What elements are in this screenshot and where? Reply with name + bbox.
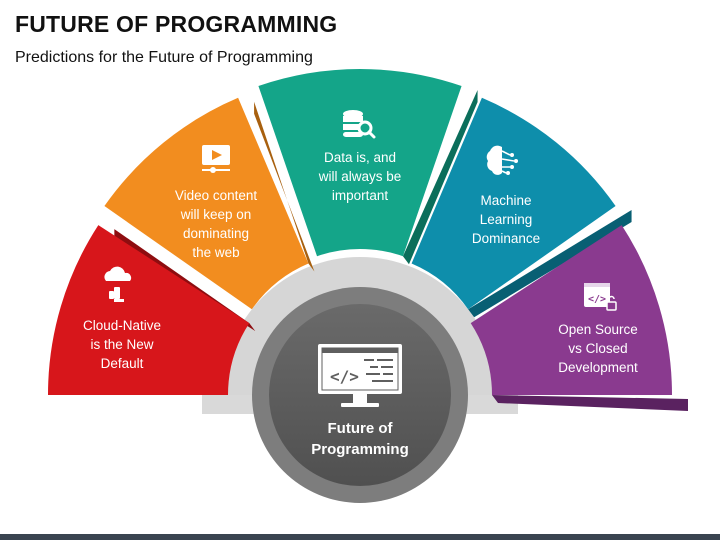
segment-4-side xyxy=(468,210,632,318)
segment-5-label-line: Development xyxy=(558,360,638,375)
segment-3-side xyxy=(402,89,478,265)
svg-text:</>: </> xyxy=(588,294,606,305)
cloud-hand-icon xyxy=(104,266,132,302)
segment-1-wedge xyxy=(48,225,250,395)
segment-4-label-line: Dominance xyxy=(472,231,540,246)
segment-1-label-line: Default xyxy=(101,356,144,371)
segment-1-label-line: Cloud-Native xyxy=(83,318,161,333)
monitor-code-icon: </> xyxy=(318,344,402,407)
segment-2-label: Video content will keep on dominating the w… xyxy=(175,188,258,260)
segment-1-label-line: is the New xyxy=(90,337,153,352)
segment-3-label-line: important xyxy=(332,188,389,203)
segment-2: Video content will keep on dominating the w… xyxy=(104,97,315,310)
footer-bar xyxy=(0,534,720,540)
video-player-icon xyxy=(202,145,230,173)
segment-2-label-line: Video content xyxy=(175,188,258,203)
segment-5-wedge xyxy=(470,225,672,395)
segment-2-label-line: dominating xyxy=(183,226,249,241)
hub-label-line1: Future of xyxy=(328,420,394,437)
segment-4-wedge xyxy=(411,97,616,310)
segment-3-label-line: Data is, and xyxy=(324,150,396,165)
page-subtitle: Predictions for the Future of Programmin… xyxy=(15,49,313,66)
brain-circuit-icon xyxy=(486,145,518,175)
segment-4-label-line: Machine xyxy=(480,193,531,208)
segment-2-wedge xyxy=(104,97,309,310)
segment-3-wedge xyxy=(258,68,462,257)
svg-text:</>: </> xyxy=(330,367,359,386)
segment-5-label-line: Open Source xyxy=(558,322,638,337)
segment-2-label-line: the web xyxy=(192,245,239,260)
segment-3-label: Data is, and will always be important xyxy=(318,150,402,203)
segment-3-label-line: will always be xyxy=(318,169,402,184)
segment-4-label-line: Learning xyxy=(480,212,533,227)
segment-2-label-line: will keep on xyxy=(180,207,252,222)
segment-5-side xyxy=(492,395,688,411)
page-title: FUTURE OF PROGRAMMING xyxy=(15,11,338,37)
code-window-icon: </> xyxy=(584,283,617,311)
hub-label-line2: Programming xyxy=(311,441,409,458)
segment-5-label-line: vs Closed xyxy=(568,341,627,356)
database-search-icon xyxy=(343,110,376,139)
segment-3: Data is, and will always be important xyxy=(258,68,478,265)
